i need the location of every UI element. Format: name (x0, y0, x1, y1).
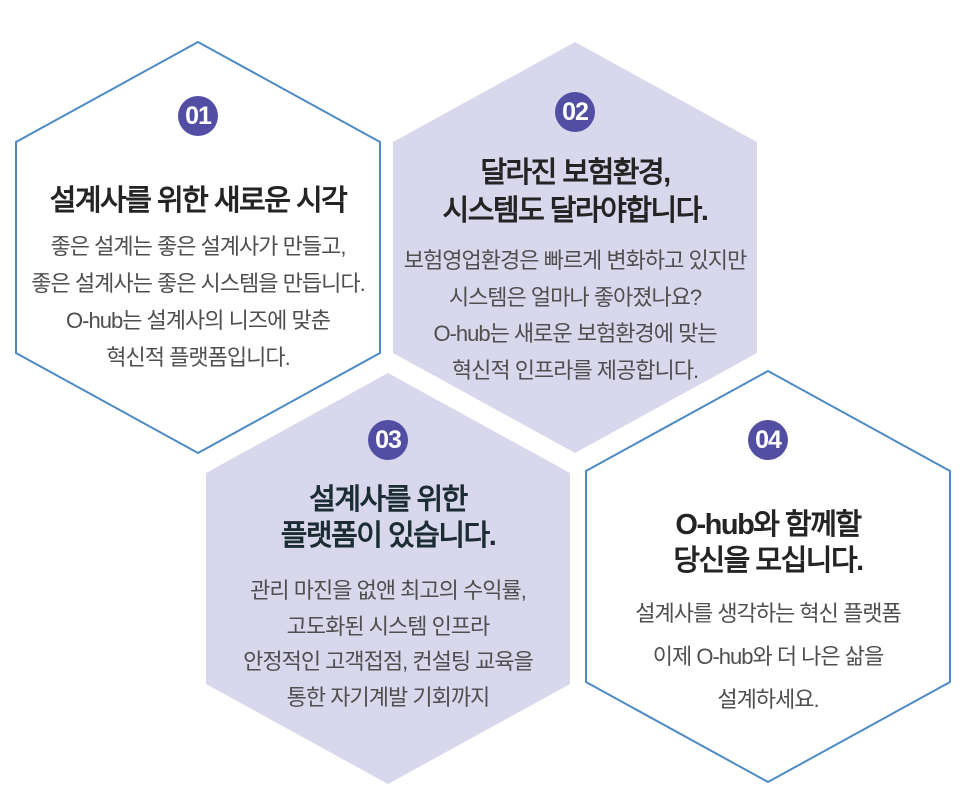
card-body-01: 좋은 설계는 좋은 설계사가 만들고, 좋은 설계사는 좋은 시스템을 만듭니다… (31, 234, 365, 370)
step-number-badge-01: 01 (178, 96, 218, 136)
card-body-03: 관리 마진을 없앤 최고의 수익률, 고도화된 시스템 인프라 안정적인 고객접… (243, 578, 534, 710)
card-title-02: 달라진 보험환경, 시스템도 달라야합니다. (442, 157, 709, 227)
card-title-03: 설계사를 위한 플랫폼이 있습니다. (280, 484, 497, 552)
hexagon-card-04: 04 O-hub와 함께할 당신을 모십니다. 설계사를 생각하는 혁신 플랫폼… (586, 371, 950, 782)
hexagon-card-02: 02 달라진 보험환경, 시스템도 달라야합니다. 보험영업환경은 빠르게 변화… (393, 42, 757, 453)
step-number-badge-02: 02 (555, 92, 595, 132)
card-body-04: 설계사를 생각하는 혁신 플랫폼 이제 O-hub와 더 나은 삶을 설계하세요… (635, 601, 901, 712)
step-number-badge-04: 04 (748, 420, 788, 460)
card-title-01: 설계사를 위한 새로운 시각 (49, 185, 348, 217)
hexagon-02-fill-shape (393, 42, 757, 453)
hexagon-03-fill-shape (206, 373, 570, 784)
hexagon-card-01: 01 설계사를 위한 새로운 시각 좋은 설계는 좋은 설계사가 만들고, 좋은… (16, 42, 380, 453)
hexagon-card-03: 03 설계사를 위한 플랫폼이 있습니다. 관리 마진을 없앤 최고의 수익률,… (206, 373, 570, 784)
card-title-04: O-hub와 함께할 당신을 모십니다. (673, 509, 864, 577)
hexagon-01-outline-shape (15, 40, 381, 455)
card-body-02: 보험영업환경은 빠르게 변화하고 있지만 시스템은 얼마나 좋아졌나요? O-h… (403, 248, 747, 383)
step-number-badge-03: 03 (368, 420, 408, 460)
hexagon-04-outline-shape (585, 369, 951, 784)
